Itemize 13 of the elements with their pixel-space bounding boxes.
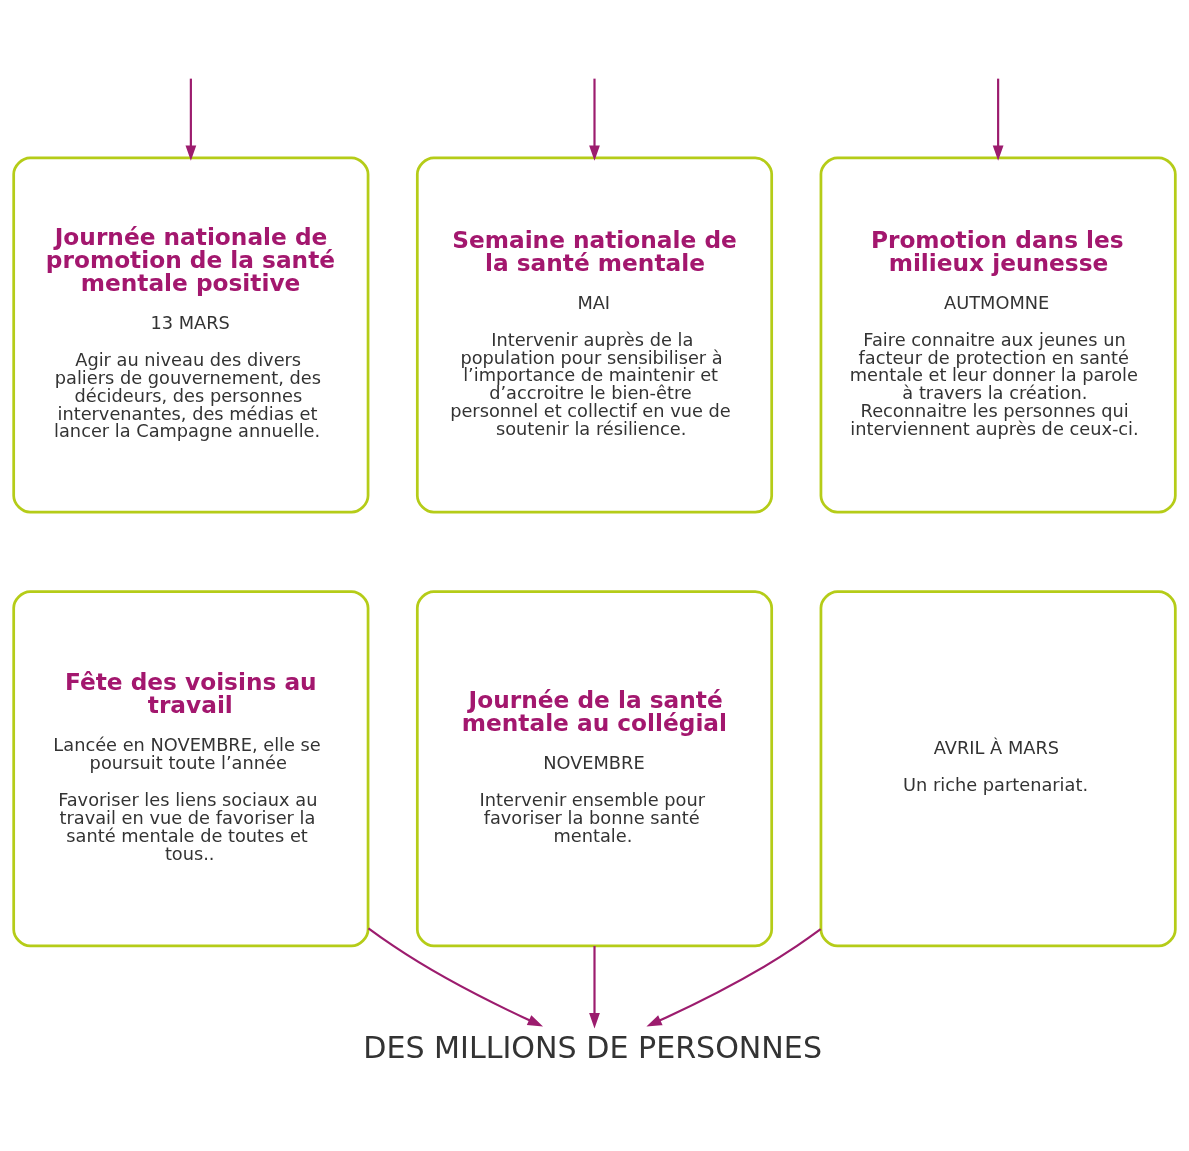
arrow (589, 78, 600, 161)
node-box: Journée de la santé mentale au collégial NOVEMBRE Intervenir ensemble pour favoriser la bonne santé mentale. (415, 589, 774, 947)
arrow (367, 926, 543, 1026)
node-box: Semaine nationale de la santé mentale MAI Intervenir auprès de la population pour sensibiliser à l’importance de maintenir et d’accroitre le bien-être personnel et collectif en vue de soutenir la résilience. (415, 155, 774, 514)
node-box: Journée nationale de promotion de la santé mentale positive 13 MARS Agir au niveau des divers paliers de gouvernement, des décideurs, des personnes intervenantes, des médias et lancer la Campagne annuelle. (12, 155, 370, 514)
node-box: AVRIL À MARS Un riche partenariat. (819, 589, 1177, 947)
arrow (646, 927, 822, 1027)
node-box: Fête des voisins au travail Lancée en NOVEMBRE, elle se poursuit toute l’année Favoriser les liens sociaux au travail en vue de favoriser la santé mentale de toutes et tous.. (12, 589, 370, 947)
node-box: Promotion dans les milieux jeunesse AUTMOMNE Faire connaitre aux jeunes un facteur de protection en santé mentale et leur donner la parole à travers la création. Reconnaitre les personnes qui interviennent auprès de ceux-ci. (819, 155, 1177, 514)
arrow (992, 78, 1004, 161)
node-text: DES MILLIONS DE PERSONNES (363, 1029, 822, 1065)
arrow (185, 78, 197, 161)
arrow (589, 945, 600, 1028)
